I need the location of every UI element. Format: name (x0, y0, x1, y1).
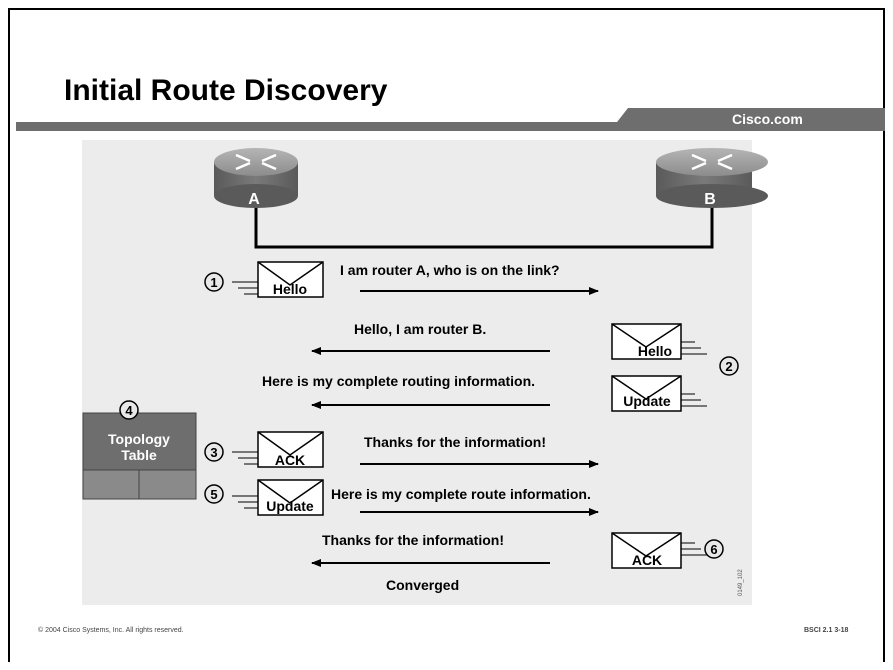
step-5-envelope: Update (232, 479, 324, 516)
copyright-footer: © 2004 Cisco Systems, Inc. All rights re… (38, 627, 184, 634)
topology-line2: Table (121, 447, 157, 463)
step-6-envelope: ACK (611, 532, 707, 569)
step-2-envelope: Hello (611, 323, 707, 360)
step-5-badge: 5 (204, 484, 224, 504)
svg-text:1: 1 (210, 275, 217, 290)
converged-label: Converged (386, 577, 459, 593)
diagram-panel (82, 140, 752, 605)
brand-label: Cisco.com (732, 111, 803, 127)
network-link (254, 204, 714, 249)
envelope-label: Update (266, 498, 314, 514)
envelope-label: Hello (638, 343, 672, 359)
slide-title: Initial Route Discovery (64, 74, 388, 107)
topology-line1: Topology (108, 431, 170, 447)
svg-text:3: 3 (210, 445, 217, 460)
step-2-badge: 2 (719, 356, 739, 376)
svg-text:5: 5 (210, 487, 217, 502)
title-bar (16, 122, 885, 131)
step-1-envelope: Hello (232, 261, 324, 298)
step-3-message: Thanks for the information! (364, 434, 546, 450)
envelope-label: ACK (632, 552, 662, 568)
svg-text:2: 2 (725, 359, 732, 374)
router-b-label: B (704, 191, 716, 208)
step-1-badge: 1 (204, 272, 224, 292)
step-4-badge: 4 (119, 400, 139, 420)
svg-text:4: 4 (125, 403, 133, 418)
step-3-badge: 3 (204, 442, 224, 462)
router-a-label: A (248, 191, 260, 208)
svg-text:6: 6 (710, 542, 717, 557)
envelope-label: Hello (273, 281, 307, 297)
figure-id: 0149_102 (738, 569, 744, 596)
step-6-badge: 6 (704, 539, 724, 559)
envelope-label: Update (623, 393, 671, 409)
step-3-envelope: ACK (232, 431, 324, 468)
step-2b-envelope: Update (611, 375, 707, 412)
step-1-message: I am router A, who is on the link? (340, 262, 560, 278)
topology-table: Topology Table (82, 412, 197, 500)
step-2b-message: Here is my complete routing information. (262, 373, 535, 389)
step-5-message: Here is my complete route information. (331, 486, 591, 502)
router-b-icon: B (656, 148, 768, 208)
course-page-footer: BSCI 2.1 3-18 (804, 627, 849, 634)
slide-frame (8, 8, 885, 662)
envelope-label: ACK (275, 452, 305, 468)
router-a-icon: A (214, 148, 298, 208)
step-2-message: Hello, I am router B. (354, 321, 486, 337)
step-6-message: Thanks for the information! (322, 532, 504, 548)
